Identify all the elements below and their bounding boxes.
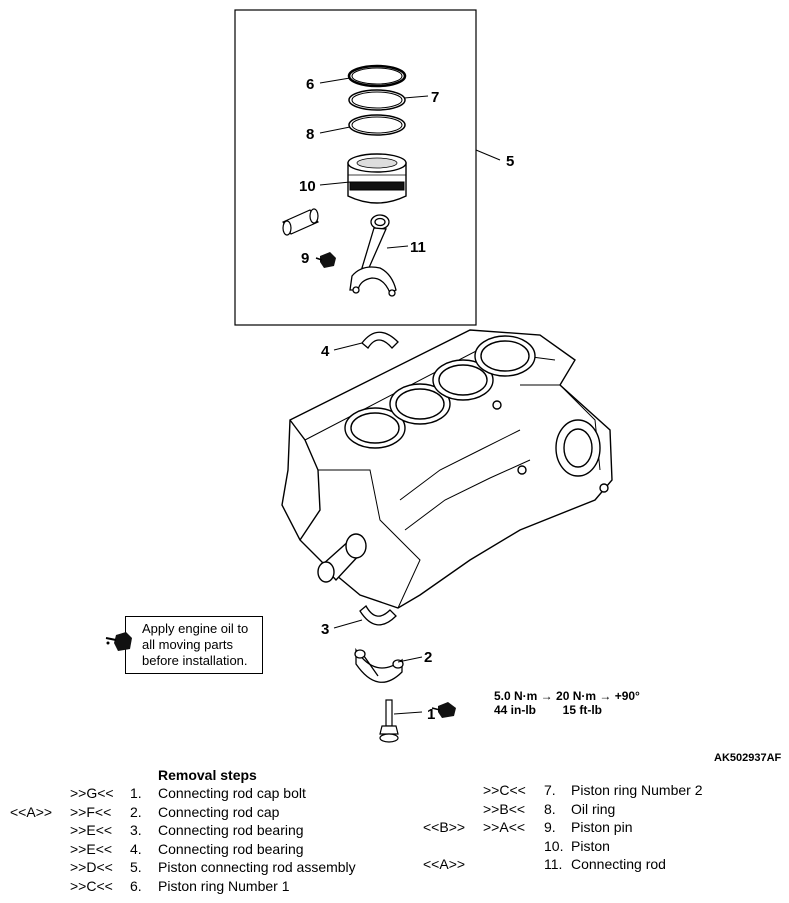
leader-4 <box>333 342 363 351</box>
note-line-1: Apply engine oil to <box>142 621 249 636</box>
step-mark: >>C<< <box>70 877 113 894</box>
step-mark: >>F<< <box>70 803 112 820</box>
callout-5: 5 <box>506 153 514 170</box>
leader-5 <box>475 149 501 161</box>
step-number: 10. <box>544 837 564 854</box>
oil-can-icon-1 <box>431 702 456 718</box>
step-mark: >>C<< <box>483 782 526 798</box>
step-label: Piston pin <box>571 819 633 835</box>
step-label: Piston ring Number 1 <box>158 877 290 894</box>
step-number: 1. <box>130 785 142 801</box>
step-mark: >>B<< <box>483 800 526 817</box>
step-ref: <<A>> <box>423 856 466 872</box>
torque-imperial: 44 in-lb 15 ft-lb <box>494 703 603 717</box>
torque-metric: 5.0 N·m → 20 N·m → +90° <box>494 689 640 703</box>
step-mark: >>E<< <box>70 840 113 857</box>
piston <box>347 153 407 204</box>
step-mark: >>D<< <box>70 859 113 875</box>
connecting-rod <box>349 214 397 297</box>
callout-10: 10 <box>299 178 316 195</box>
step-label: Connecting rod <box>571 856 666 872</box>
step-label: Piston ring Number 2 <box>571 782 703 798</box>
step-label: Connecting rod cap bolt <box>158 785 306 801</box>
step-mark: >>G<< <box>70 785 114 801</box>
leader-8 <box>319 126 351 134</box>
leader-1 <box>393 711 423 715</box>
note-line-2: all moving parts <box>142 637 234 652</box>
step-number: 5. <box>130 859 142 875</box>
step-number: 7. <box>544 782 556 798</box>
step-number: 8. <box>544 800 556 817</box>
leader-6 <box>319 77 351 84</box>
piston-ring-number-2 <box>348 89 406 111</box>
callout-2: 2 <box>424 649 432 666</box>
step-number: 9. <box>544 819 556 835</box>
step-number: 4. <box>130 840 142 857</box>
step-number: 6. <box>130 877 142 894</box>
cylinder-block <box>281 329 613 609</box>
step-ref: <<A>> <box>10 803 53 820</box>
engine-oil-note-text: Apply engine oil to all moving parts bef… <box>142 621 248 669</box>
piston-pin <box>282 208 319 236</box>
connecting-rod-bearing-3 <box>359 604 397 626</box>
assembly-frame <box>234 9 477 326</box>
leader-3 <box>333 619 363 629</box>
note-line-3: before installation. <box>142 653 248 668</box>
step-mark: >>A<< <box>483 819 526 835</box>
oil-can-icon-9 <box>315 252 336 268</box>
step-label: Piston <box>571 837 610 854</box>
removal-steps-title: Removal steps <box>158 767 257 783</box>
piston-ring-number-1 <box>347 64 407 88</box>
step-label: Connecting rod bearing <box>158 822 304 838</box>
step-number: 3. <box>130 822 142 838</box>
connecting-rod-bearing-4 <box>361 331 399 349</box>
step-mark: >>E<< <box>70 822 113 838</box>
connecting-rod-cap <box>354 647 404 683</box>
callout-7: 7 <box>431 89 439 106</box>
step-number: 2. <box>130 803 142 820</box>
callout-6: 6 <box>306 76 314 93</box>
connecting-rod-cap-bolt <box>379 699 399 743</box>
step-label: Connecting rod cap <box>158 803 280 820</box>
callout-11: 11 <box>410 239 426 256</box>
step-label: Oil ring <box>571 800 616 817</box>
callout-1: 1 <box>427 706 435 723</box>
callout-4: 4 <box>321 343 330 360</box>
step-ref: <<B>> <box>423 819 466 835</box>
step-number: 11. <box>544 856 563 872</box>
torque-spec: 5.0 N·m → 20 N·m → +90° 44 in-lb 15 ft-l… <box>494 689 640 717</box>
engine-oil-can-icon <box>105 632 132 651</box>
leader-11 <box>386 245 409 249</box>
step-label: Piston connecting rod assembly <box>158 859 356 875</box>
step-label: Connecting rod bearing <box>158 840 304 857</box>
leader-7 <box>403 95 429 99</box>
oil-ring <box>348 114 406 136</box>
leader-2 <box>397 656 423 663</box>
callout-9: 9 <box>301 250 309 267</box>
figure-id: AK502937AF <box>714 752 782 764</box>
callout-8: 8 <box>306 126 314 143</box>
leader-10 <box>319 181 351 186</box>
callout-3: 3 <box>321 621 329 638</box>
